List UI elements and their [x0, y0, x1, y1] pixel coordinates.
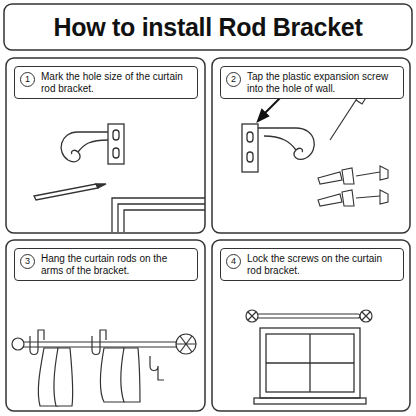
step-box: Hang the curtain rods on the arms of the… — [14, 248, 198, 281]
step-text: Mark the hole size of the curtain rod br… — [41, 71, 191, 95]
step-number: 2 — [231, 75, 236, 84]
bracket-drawing — [61, 124, 124, 164]
bracket-drawing — [30, 330, 164, 380]
step-number: 3 — [25, 257, 30, 266]
step-box: Tap the plastic expansion screw into the… — [220, 66, 404, 99]
title: How to install Rod Bracket — [4, 4, 412, 50]
step-number: 4 — [231, 257, 236, 266]
panel-frame — [212, 58, 410, 233]
panel-frame — [212, 240, 410, 411]
step-box: Lock the screws on the curtain rod brack… — [220, 248, 404, 281]
screws-anchors — [318, 166, 388, 206]
step-number-circle: 4 — [226, 254, 241, 269]
step-number-circle: 3 — [20, 254, 35, 269]
window — [254, 328, 366, 404]
panel-frame — [6, 58, 205, 233]
pointer-arrow — [258, 96, 282, 121]
step-number-circle: 1 — [20, 72, 35, 87]
bracket-drawing — [242, 124, 314, 172]
panel-frame — [6, 240, 205, 411]
pencil — [34, 184, 106, 200]
window-corner — [112, 198, 205, 232]
step-number: 1 — [25, 75, 30, 84]
curtain-rod — [12, 334, 196, 354]
step-text: Lock the screws on the curtain rod brack… — [247, 253, 397, 277]
step-text: Tap the plastic expansion screw into the… — [247, 71, 397, 95]
title-frame — [4, 4, 412, 50]
step-number-circle: 2 — [226, 72, 241, 87]
curtain — [38, 348, 140, 406]
curtain-rod — [246, 310, 372, 322]
step-box: Mark the hole size of the curtain rod br… — [14, 66, 198, 99]
step-text: Hang the curtain rods on the arms of the… — [41, 253, 191, 277]
